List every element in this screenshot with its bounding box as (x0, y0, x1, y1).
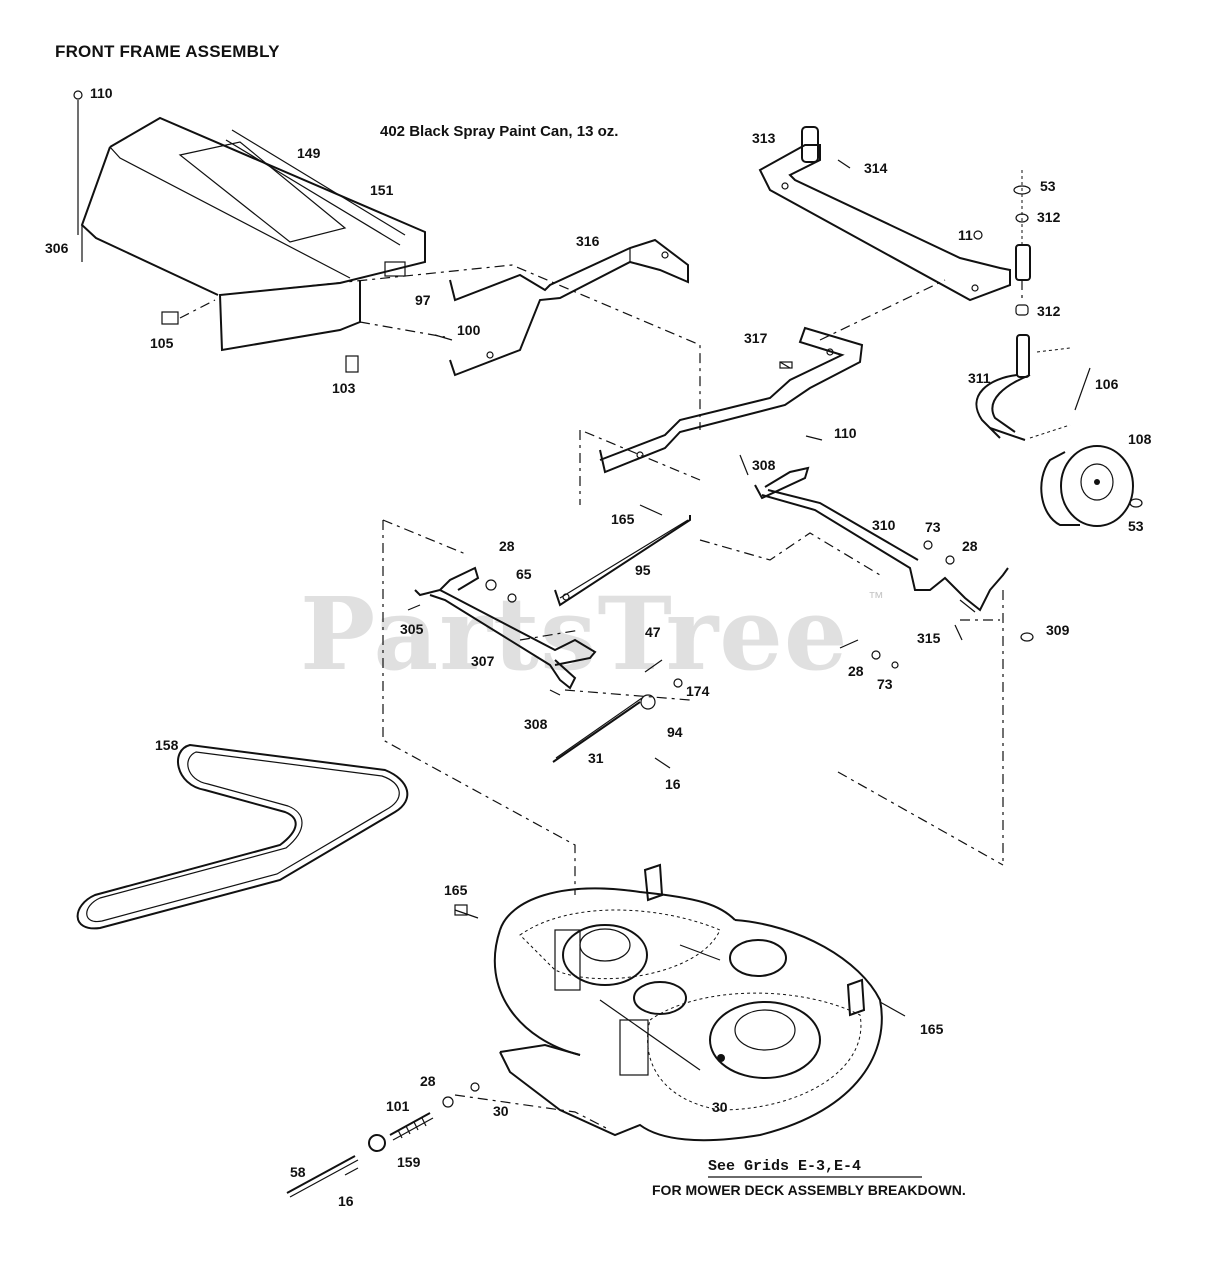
callout-103: 103 (332, 380, 356, 396)
callout-310: 310 (872, 517, 896, 533)
callout-151: 151 (370, 182, 394, 198)
callout-307: 307 (471, 653, 495, 669)
callout-28: 28 (962, 538, 978, 554)
callout-105: 105 (150, 335, 174, 351)
gauge-wheel (975, 334, 1143, 527)
callout-58: 58 (290, 1164, 306, 1180)
mower-deck (493, 863, 883, 1142)
callout-165-deck: 165 (444, 882, 468, 898)
callout-28-left: 28 (499, 538, 515, 554)
callout-73-lower: 73 (877, 676, 893, 692)
callout-108: 108 (1128, 431, 1152, 447)
grid-reference-note: FOR MOWER DECK ASSEMBLY BREAKDOWN. (652, 1182, 966, 1198)
callout-316: 316 (576, 233, 600, 249)
callout-100: 100 (457, 322, 481, 338)
diagram-title: FRONT FRAME ASSEMBLY (55, 42, 280, 61)
callout-95: 95 (635, 562, 651, 578)
front-hood-shield (73, 90, 426, 373)
callout-30-deck: 30 (712, 1099, 728, 1115)
callout-308: 308 (752, 457, 776, 473)
callout-159: 159 (397, 1154, 421, 1170)
callout-308-lower: 308 (524, 716, 548, 732)
callout-31: 31 (588, 750, 604, 766)
callout-305: 305 (400, 621, 424, 637)
front-lift-rod (754, 466, 1034, 642)
callout-312-lower: 312 (1037, 303, 1061, 319)
callout-106: 106 (1095, 376, 1119, 392)
callout-16-bottom: 16 (338, 1193, 354, 1209)
callout-47: 47 (645, 624, 661, 640)
rear-lift-rod (407, 566, 597, 696)
callout-317: 317 (744, 330, 768, 346)
callout-73: 73 (925, 519, 941, 535)
callout-312: 312 (1037, 209, 1061, 225)
callout-165-right: 165 (920, 1021, 944, 1037)
drive-belt (76, 743, 409, 930)
callout-313: 313 (752, 130, 776, 146)
lift-link-bracket (449, 238, 864, 474)
callout-149: 149 (297, 145, 321, 161)
callout-165: 165 (611, 511, 635, 527)
callout-314: 314 (864, 160, 888, 176)
callout-30: 30 (493, 1103, 509, 1119)
callout-110: 110 (90, 85, 113, 101)
grid-reference: See Grids E-3,E-4 (708, 1158, 862, 1175)
callout-53-lower: 53 (1128, 518, 1144, 534)
callout-101: 101 (386, 1098, 410, 1114)
paint-note: 402 Black Spray Paint Can, 13 oz. (380, 123, 619, 140)
callout-174: 174 (686, 683, 710, 699)
watermark-trademark: ™ (868, 590, 884, 607)
callout-94: 94 (667, 724, 683, 740)
callout-28-bottom: 28 (420, 1073, 436, 1089)
callout-16: 16 (665, 776, 681, 792)
front-axle-bracket (758, 126, 1031, 302)
callout-315: 315 (917, 630, 941, 646)
callout-311: 311 (968, 370, 991, 386)
callout-309: 309 (1046, 622, 1070, 638)
callout-65: 65 (516, 566, 532, 582)
callout-11: 11 (958, 227, 973, 243)
watermark: PartsTree (300, 575, 849, 693)
callout-53: 53 (1040, 178, 1056, 194)
callout-306: 306 (45, 240, 69, 256)
callout-158: 158 (155, 737, 179, 753)
callout-97: 97 (415, 292, 431, 308)
callout-28-right: 28 (848, 663, 864, 679)
callout-110-lower: 110 (834, 425, 857, 441)
tension-spring (286, 1082, 480, 1198)
